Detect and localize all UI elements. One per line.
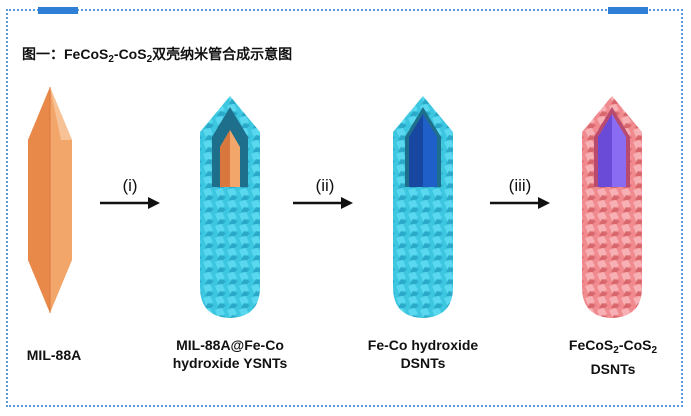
final-formula-sub2: 2: [651, 345, 658, 356]
label-final: FeCoS2-CoS2 DSNTs: [548, 336, 678, 378]
title-formula-sub2: 2: [146, 54, 153, 65]
figure-frame: [6, 9, 683, 407]
figure-title: 图一：FeCoS2-CoS2双壳纳米管合成示意图: [22, 44, 292, 65]
label-final-line2: DSNTs: [590, 361, 636, 377]
title-formula-b: -CoS: [113, 46, 147, 62]
step-ii-label: (ii): [315, 176, 335, 195]
label-final-line1: FeCoS2-CoS2: [548, 336, 678, 360]
label-ysnt: MIL-88A@Fe-Co hydroxide YSNTs: [150, 336, 310, 372]
dsnt-illustration: [393, 96, 453, 318]
frame-tab-right: [608, 7, 648, 14]
final-formula-b: -CoS: [618, 337, 652, 353]
title-formula-sub1: 2: [108, 54, 114, 65]
label-mil-text: MIL-88A: [26, 347, 82, 363]
step-i-label: (i): [122, 176, 138, 195]
ysnt-illustration: [200, 96, 260, 318]
arrow-i: [100, 197, 160, 209]
sulfide-dsnt-illustration: [582, 96, 642, 318]
title-prefix: 图一：: [22, 46, 64, 62]
mil-88a-rod-illustration: [28, 87, 72, 313]
label-ysnt-line1: MIL-88A@Fe-Co: [176, 337, 284, 353]
final-formula-a: FeCoS: [568, 337, 614, 353]
label-dsnt: Fe-Co hydroxide DSNTs: [348, 336, 498, 372]
frame-tab-left: [38, 7, 78, 14]
final-formula-sub1: 2: [613, 345, 619, 356]
title-suffix: 双壳纳米管合成示意图: [152, 46, 293, 62]
label-mil-88a: MIL-88A: [14, 346, 94, 364]
label-ysnt-line2: hydroxide YSNTs: [172, 355, 288, 371]
arrow-ii: [293, 197, 353, 209]
step-iii-label: (iii): [508, 176, 532, 195]
label-dsnt-line1: Fe-Co hydroxide: [367, 337, 479, 353]
arrow-iii: [490, 197, 550, 209]
label-dsnt-line2: DSNTs: [400, 355, 446, 371]
title-formula-a: FeCoS: [64, 46, 109, 62]
